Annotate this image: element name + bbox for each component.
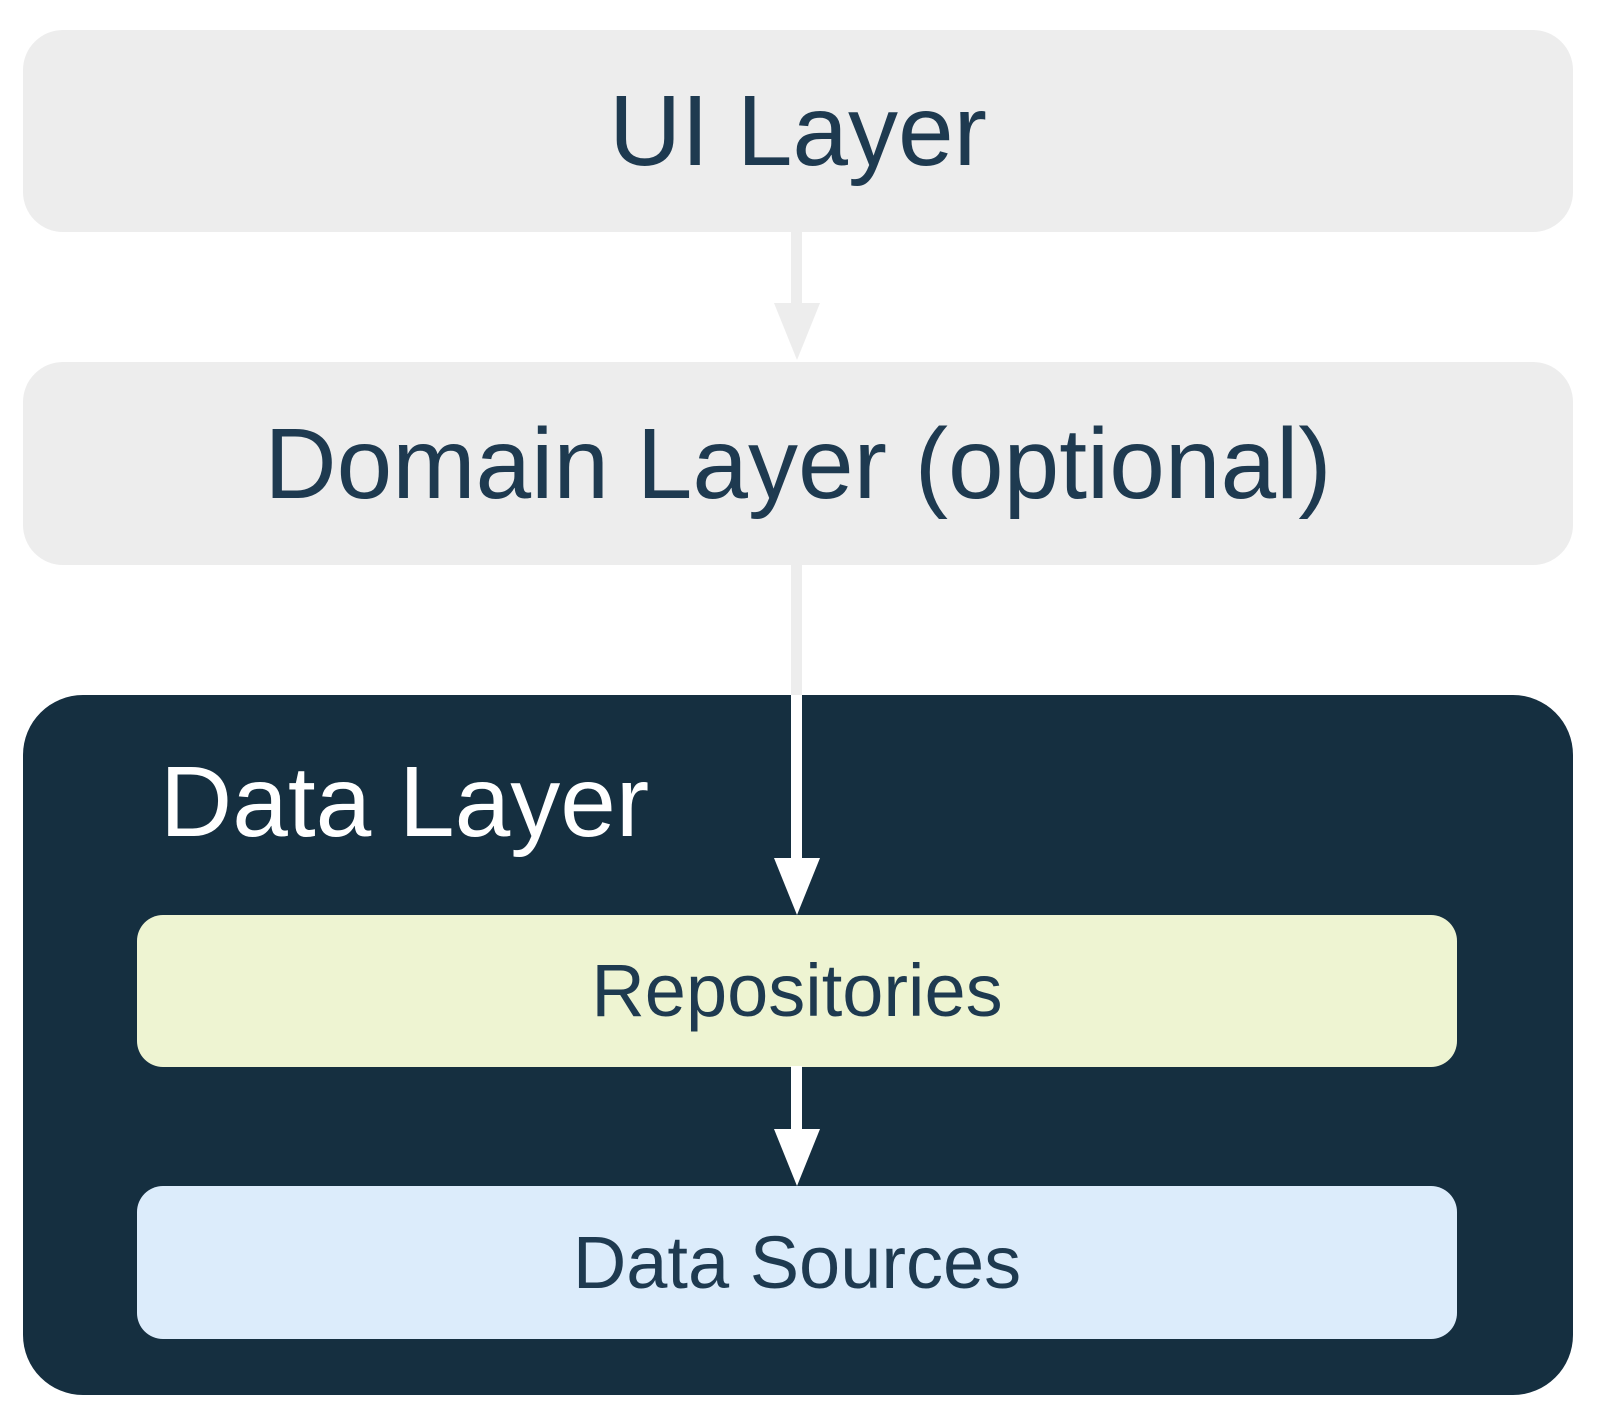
domain-layer-box: Domain Layer (optional): [23, 362, 1573, 565]
arrow-head: [774, 303, 820, 360]
repositories-box: Repositories: [137, 915, 1457, 1067]
data-layer-label: Data Layer: [160, 746, 650, 858]
arrow-head: [774, 858, 820, 915]
data-sources-box: Data Sources: [137, 1186, 1457, 1339]
data-sources-label: Data Sources: [572, 1220, 1022, 1304]
arrow-stem: [791, 231, 802, 304]
repositories-label: Repositories: [591, 949, 1003, 1032]
domain-layer-label: Domain Layer (optional): [264, 407, 1332, 520]
ui-layer-label: UI Layer: [609, 75, 987, 187]
arrow-stem: [791, 1066, 802, 1130]
ui-layer-box: UI Layer: [23, 30, 1573, 232]
arrow-stem-outside: [791, 564, 802, 696]
arrow-stem-inside: [791, 695, 802, 859]
arrow-head: [774, 1129, 820, 1186]
